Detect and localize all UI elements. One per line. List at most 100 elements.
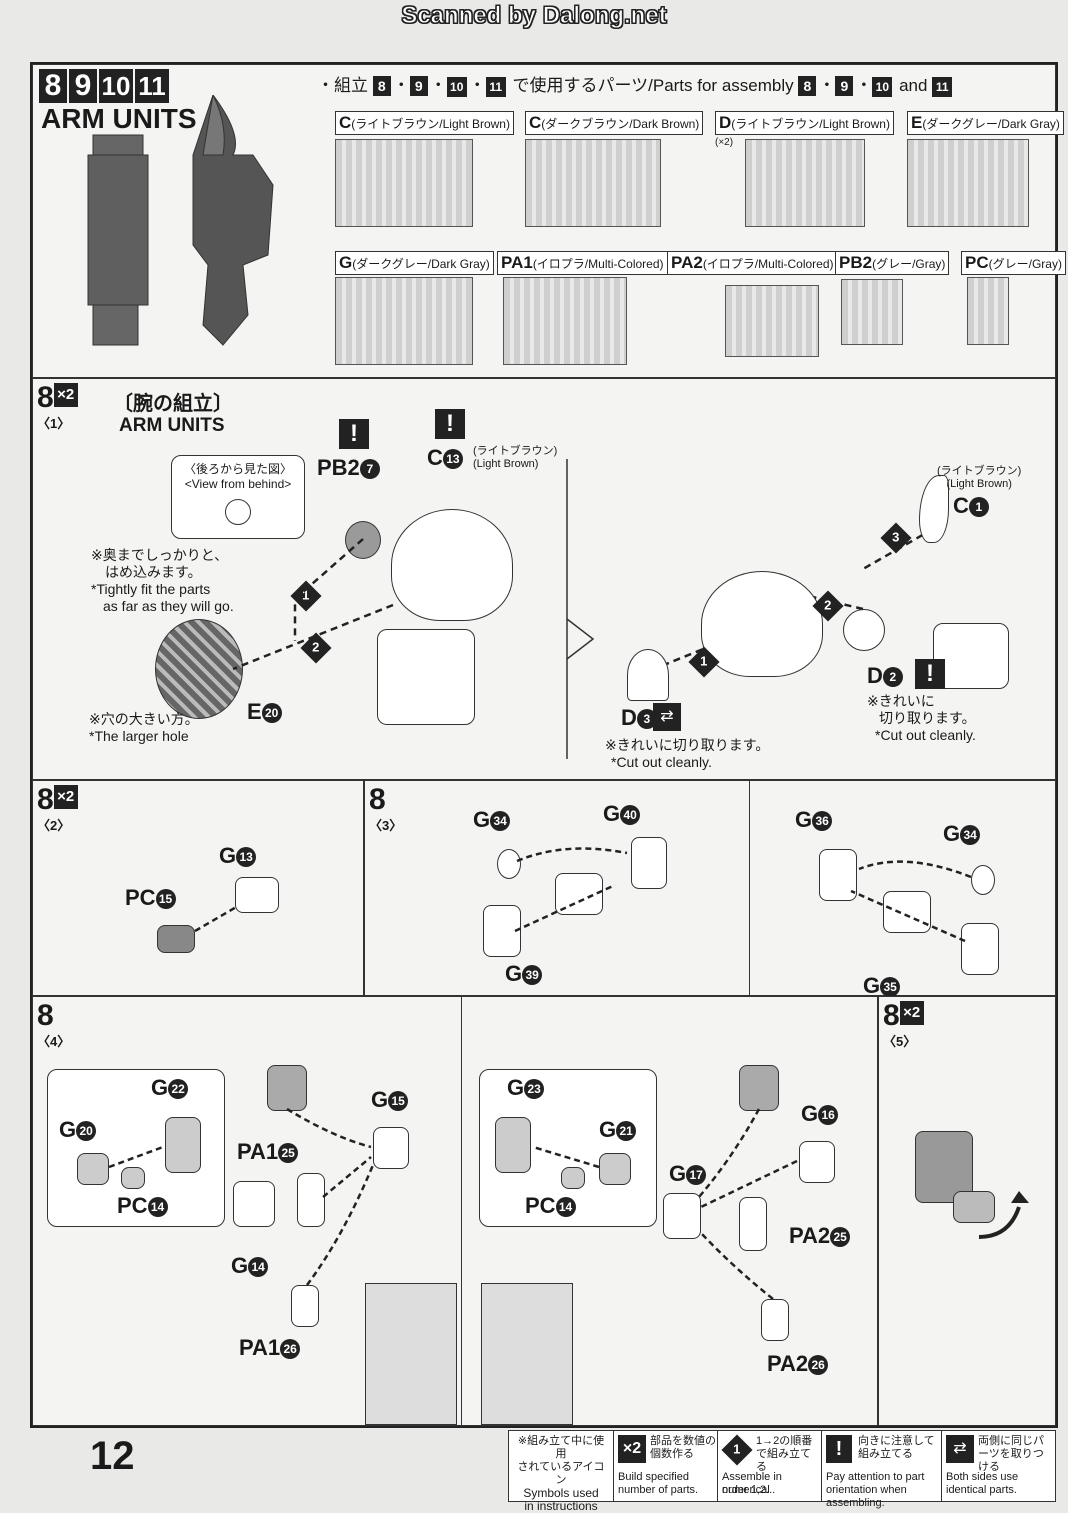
part-g39 — [483, 905, 521, 957]
part-pc14 — [561, 1167, 585, 1189]
part-pa1-25 — [297, 1173, 325, 1227]
part-g40 — [631, 837, 667, 889]
step-substep: 〈3〉 — [369, 818, 403, 833]
legend-item-sequence: 1 1→2の順番で組み立てる Assemble in numerical ord… — [717, 1431, 822, 1501]
part-c13-head — [391, 509, 513, 621]
part-upper-arm — [267, 1065, 307, 1111]
step-box: 8 — [39, 69, 67, 103]
part-back-view-icon — [225, 499, 251, 525]
part-pa1-26 — [291, 1285, 319, 1327]
runner-label-pb2: PB2(グレー/Gray) — [835, 251, 950, 275]
parts-heading: ・組立 8・9・10・11 で使用するパーツ/Parts for assembl… — [317, 71, 954, 97]
attention-icon: ! — [915, 659, 945, 689]
page-title: ARM UNITS — [41, 103, 197, 134]
color-note-c13: (ライトブラウン)(Light Brown) — [473, 445, 558, 470]
part-g34 — [971, 865, 995, 895]
assembly-arrows — [108, 1107, 798, 1300]
part-g21 — [599, 1153, 631, 1185]
larger-hole-note: ※穴の大きい方。*The larger hole — [89, 711, 199, 744]
view-from-behind-callout: 〈後ろから見た図〉 <View from behind> — [171, 455, 305, 539]
step-number: 8 — [37, 381, 54, 414]
step-box: 9 — [835, 76, 854, 96]
step-number: 8 — [37, 999, 54, 1032]
step-box: 10 — [872, 77, 893, 97]
callout-title-ja: 〈後ろから見た図〉 — [183, 462, 292, 476]
part-pc14 — [121, 1167, 145, 1189]
multiplier-badge: ×2 — [53, 785, 78, 809]
legend-item-attention: ! 向きに注意して組み立てる Pay attention to part ori… — [821, 1431, 942, 1509]
watermark: Scanned by Dalong.net — [401, 2, 667, 30]
multiplier-badge: ×2 — [899, 1001, 924, 1025]
runner-c-dark — [525, 139, 661, 227]
page-number: 12 — [90, 1434, 135, 1478]
step-title-en: ARM UNITS — [119, 415, 225, 436]
runner-pa2 — [725, 285, 819, 357]
part-g36 — [819, 849, 857, 901]
multiplier-badge: ×2 — [53, 383, 78, 407]
legend-item-multiplier: ×2 部品を数値の個数作る Build specified number of … — [613, 1431, 718, 1501]
part-g14 — [233, 1181, 275, 1227]
part-g34 — [497, 849, 521, 879]
both-sides-icon: ⇄ — [653, 703, 681, 731]
part-d2 — [843, 609, 885, 651]
attention-icon: ! — [339, 419, 369, 449]
rotation-arrow-icon — [978, 1191, 1029, 1239]
part-e20-sphere — [155, 619, 243, 719]
runner-pa1 — [503, 277, 627, 365]
part-head-assembled — [701, 571, 823, 677]
runner-pb2 — [841, 279, 903, 345]
arm-result-right — [481, 1283, 573, 1425]
runner-label-pc: PC(グレー/Gray) — [961, 251, 1066, 275]
tight-fit-note: ※奥までしっかりと、はめ込みます。 *Tightly fit the parts… — [91, 547, 234, 614]
step-substep: 〈5〉 — [883, 1034, 917, 1049]
step-box: 8 — [798, 76, 817, 96]
step-8-2-header: 8×2 〈2〉 — [37, 785, 78, 834]
detail-callout-c13 — [377, 629, 475, 725]
step-box: 10 — [446, 77, 467, 97]
runner-d-qty: (×2) — [715, 137, 734, 148]
part-g23 — [495, 1117, 531, 1173]
runner-d — [745, 139, 865, 227]
part-pc15 — [157, 925, 195, 953]
arm-units-illustration — [87, 95, 274, 346]
both-sides-icon: ⇄ — [946, 1435, 974, 1463]
attention-icon: ! — [435, 409, 465, 439]
step-box: 11 — [135, 69, 169, 103]
step-8-5-header: 8×2 〈5〉 — [883, 1001, 924, 1050]
part-elbow-joint — [953, 1191, 995, 1223]
runner-label-c-light: C(ライトブラウン/Light Brown) — [335, 111, 514, 135]
part-joint — [883, 891, 931, 933]
step-8-1-header: 8×2 〈1〉 — [37, 383, 78, 432]
cut-cleanly-note-d2: ※きれいに切り取ります。*Cut out cleanly. — [867, 693, 976, 743]
runner-e — [907, 139, 1029, 227]
step-number: 8 — [883, 999, 900, 1032]
step-substep: 〈1〉 — [37, 416, 71, 431]
part-g13 — [235, 877, 279, 913]
assembly-arrows — [194, 904, 239, 933]
part-g16 — [799, 1141, 835, 1183]
part-g35 — [961, 923, 999, 975]
runner-g — [335, 277, 473, 365]
